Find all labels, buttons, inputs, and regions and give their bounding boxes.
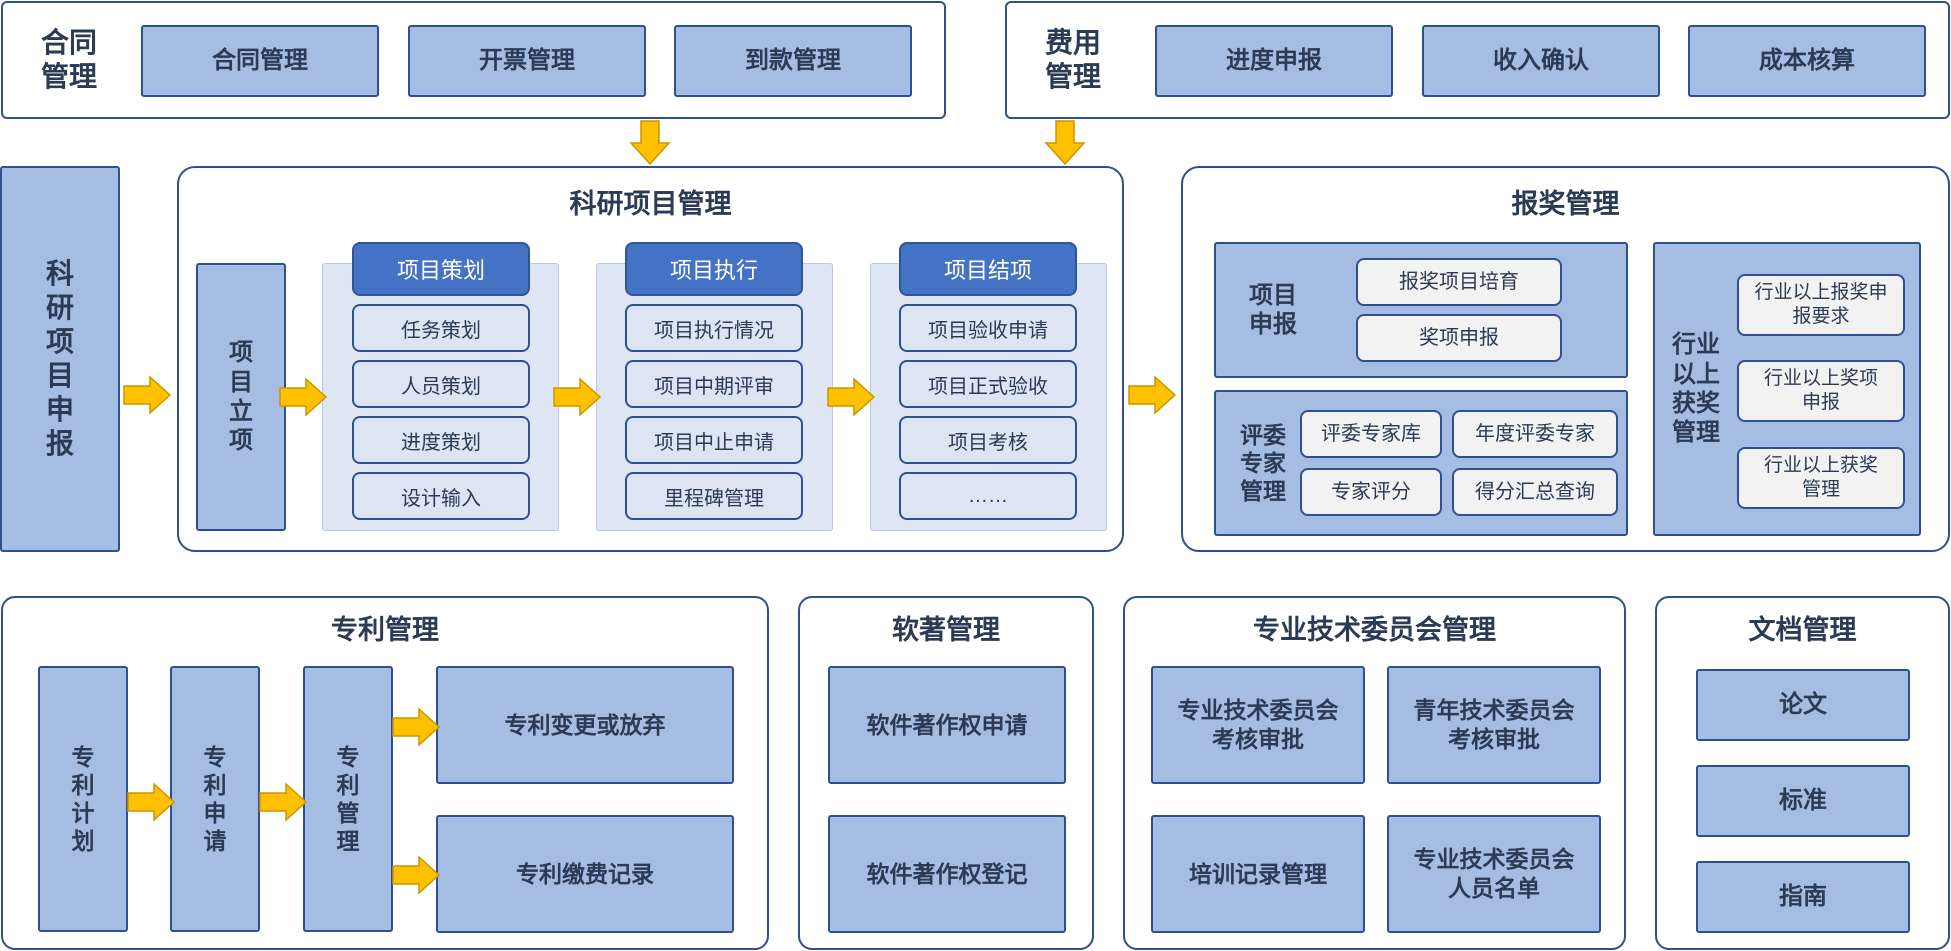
software-mgmt-title: 软著管理 — [892, 615, 1000, 645]
phase-header[interactable]: 项目结项 — [899, 242, 1077, 296]
payment-mgmt-button[interactable]: 到款管理 — [674, 25, 912, 97]
patent-fee-button[interactable]: 专利缴费记录 — [436, 815, 734, 933]
right-arrow-icon — [123, 375, 172, 415]
project-setup-box[interactable]: 项目立项 — [196, 263, 286, 531]
right-arrow-icon — [1128, 375, 1177, 415]
phase-item[interactable]: 任务策划 — [352, 304, 530, 352]
down-arrow-icon — [629, 120, 671, 166]
doc-standard-button[interactable]: 标准 — [1696, 765, 1910, 837]
training-record-button[interactable]: 培训记录管理 — [1151, 815, 1365, 933]
research-apply-box[interactable]: 科研项目申报 — [0, 166, 120, 552]
contract-panel: 合同管理 合同管理 开票管理 到款管理 — [1, 1, 946, 119]
patent-apply-box[interactable]: 专利申请 — [170, 666, 260, 932]
patent-change-button[interactable]: 专利变更或放弃 — [436, 666, 734, 784]
phase-item[interactable]: 人员策划 — [352, 360, 530, 408]
doc-guide-button[interactable]: 指南 — [1696, 861, 1910, 933]
award-experts-label: 评委专家管理 — [1240, 421, 1286, 505]
patent-manage-box[interactable]: 专利管理 — [303, 666, 393, 932]
invoice-mgmt-button[interactable]: 开票管理 — [408, 25, 646, 97]
award-item[interactable]: 得分汇总查询 — [1452, 468, 1618, 516]
contract-label: 合同管理 — [40, 26, 97, 92]
docs-mgmt-title: 文档管理 — [1748, 615, 1857, 645]
patent-plan-box[interactable]: 专利计划 — [38, 666, 128, 932]
award-item[interactable]: 年度评委专家 — [1452, 410, 1618, 458]
phase-header[interactable]: 项目执行 — [625, 242, 803, 296]
award-item[interactable]: 报奖项目培育 — [1356, 258, 1562, 306]
software-apply-button[interactable]: 软件著作权申请 — [828, 666, 1066, 784]
committee-mgmt-panel: 专业技术委员会管理 专业技术委员会考核审批 青年技术委员会考核审批 培训记录管理… — [1123, 596, 1626, 950]
right-arrow-icon — [392, 707, 441, 747]
cost-panel: 费用管理 进度申报 收入确认 成本核算 — [1005, 1, 1950, 119]
phase-item[interactable]: …… — [899, 472, 1077, 520]
research-mgmt-title: 科研项目管理 — [569, 189, 732, 219]
phase-item[interactable]: 进度策划 — [352, 416, 530, 464]
award-project-apply-label: 项目申报 — [1248, 281, 1297, 338]
right-arrow-icon — [279, 377, 328, 417]
award-item[interactable]: 专家评分 — [1300, 468, 1442, 516]
phase-item[interactable]: 项目考核 — [899, 416, 1077, 464]
committee-review-button[interactable]: 专业技术委员会考核审批 — [1151, 666, 1365, 784]
right-arrow-icon — [827, 377, 876, 417]
right-arrow-icon — [392, 855, 441, 895]
cost-label: 费用管理 — [1044, 26, 1101, 92]
right-arrow-icon — [127, 782, 176, 822]
cost-accounting-button[interactable]: 成本核算 — [1688, 25, 1926, 97]
revenue-confirm-button[interactable]: 收入确认 — [1422, 25, 1660, 97]
research-mgmt-panel: 科研项目管理 项目立项 项目策划 任务策划 人员策划 进度策划 设计输入 项目执… — [177, 166, 1124, 552]
software-mgmt-panel: 软著管理 软件著作权申请 软件著作权登记 — [798, 596, 1094, 950]
docs-mgmt-panel: 文档管理 论文 标准 指南 — [1655, 596, 1950, 950]
doc-paper-button[interactable]: 论文 — [1696, 669, 1910, 741]
software-register-button[interactable]: 软件著作权登记 — [828, 815, 1066, 933]
patent-mgmt-panel: 专利管理 专利计划 专利申请 专利管理 专利变更或放弃 专利缴费记录 — [1, 596, 769, 950]
award-item[interactable]: 奖项申报 — [1356, 314, 1562, 362]
phase-item[interactable]: 项目正式验收 — [899, 360, 1077, 408]
phase-header[interactable]: 项目策划 — [352, 242, 530, 296]
down-arrow-icon — [1044, 120, 1086, 166]
phase-item[interactable]: 项目中期评审 — [625, 360, 803, 408]
patent-mgmt-title: 专利管理 — [331, 615, 439, 645]
phase-item[interactable]: 里程碑管理 — [625, 472, 803, 520]
phase-item[interactable]: 设计输入 — [352, 472, 530, 520]
progress-report-button[interactable]: 进度申报 — [1155, 25, 1393, 97]
award-item[interactable]: 行业以上奖项申报 — [1737, 360, 1905, 422]
award-item[interactable]: 行业以上获奖管理 — [1737, 447, 1905, 509]
contract-mgmt-button[interactable]: 合同管理 — [141, 25, 379, 97]
committee-roster-button[interactable]: 专业技术委员会人员名单 — [1387, 815, 1601, 933]
right-arrow-icon — [259, 782, 308, 822]
award-item[interactable]: 评委专家库 — [1300, 410, 1442, 458]
phase-item[interactable]: 项目验收申请 — [899, 304, 1077, 352]
award-industry-label: 行业以上获奖管理 — [1671, 331, 1720, 447]
award-mgmt-title: 报奖管理 — [1511, 189, 1620, 219]
committee-mgmt-title: 专业技术委员会管理 — [1253, 615, 1496, 645]
award-item[interactable]: 行业以上报奖申报要求 — [1737, 274, 1905, 336]
right-arrow-icon — [553, 377, 602, 417]
award-mgmt-panel: 报奖管理 项目申报 报奖项目培育 奖项申报 评委专家管理 评委专家库 年度评委专… — [1181, 166, 1950, 552]
youth-committee-review-button[interactable]: 青年技术委员会考核审批 — [1387, 666, 1601, 784]
phase-item[interactable]: 项目中止申请 — [625, 416, 803, 464]
phase-item[interactable]: 项目执行情况 — [625, 304, 803, 352]
